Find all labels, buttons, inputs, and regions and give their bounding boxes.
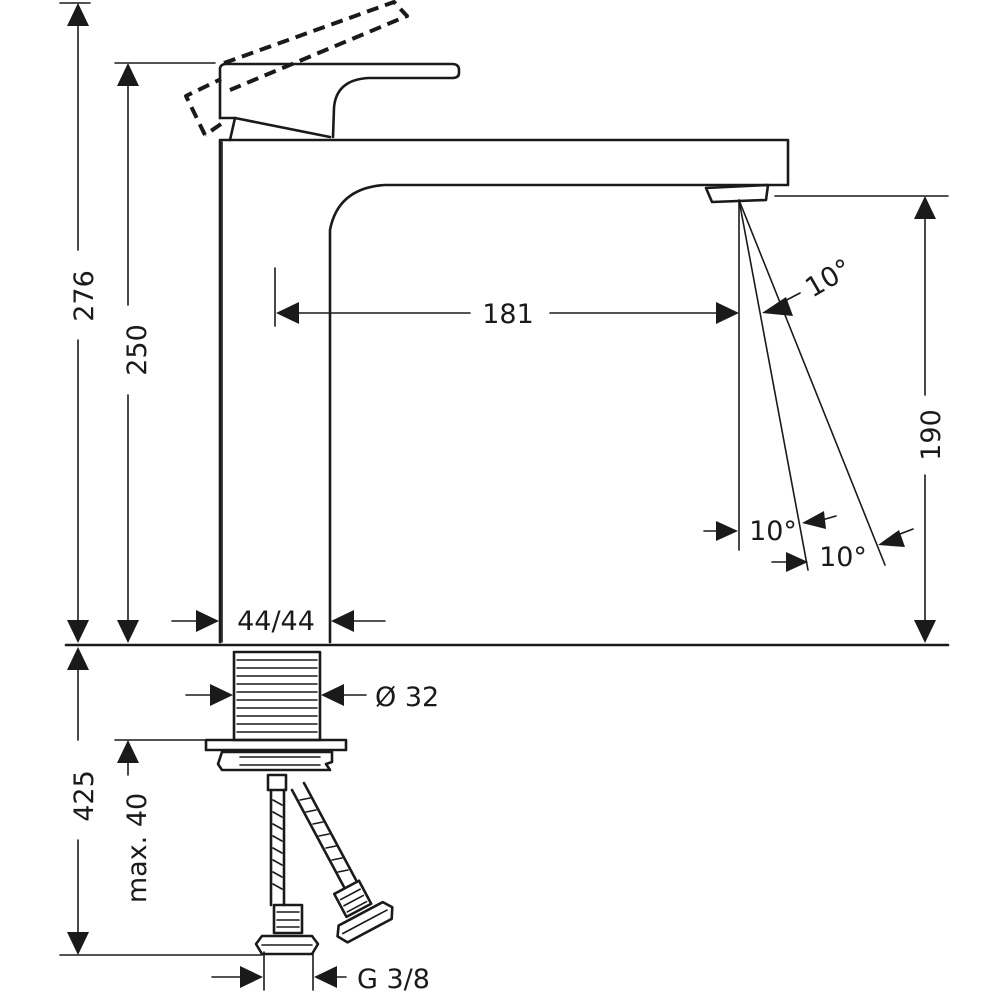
dim-base-size: 44/44 xyxy=(171,606,386,637)
dim-spout-height-label: 190 xyxy=(916,409,947,461)
aerator xyxy=(704,183,770,204)
lever-handle xyxy=(218,62,461,142)
dim-angle-upper: 10° xyxy=(762,253,857,316)
dim-base-size-label: 44/44 xyxy=(237,606,315,637)
dim-connection-thread: G 3/8 xyxy=(211,951,430,995)
dim-angle-lower-right: 10° xyxy=(771,528,914,573)
dim-body-height: 250 xyxy=(114,62,216,643)
dim-angle-lower-right-label: 10° xyxy=(819,542,867,573)
dim-spout-height: 190 xyxy=(774,195,949,643)
threaded-shank xyxy=(232,650,322,742)
fixing-nut xyxy=(204,738,348,772)
lever-handle-raised-dashed xyxy=(184,0,409,137)
dim-total-height: 276 xyxy=(59,2,100,643)
faucet-body xyxy=(218,138,790,644)
dim-angle-upper-label: 10° xyxy=(800,253,857,304)
dim-shank-diameter: Ø 32 xyxy=(185,682,439,713)
dim-hose-length-label: 425 xyxy=(69,770,100,822)
dim-shank-diameter-label: Ø 32 xyxy=(375,682,439,713)
dim-body-height-label: 250 xyxy=(122,324,153,376)
dim-connection-thread-label: G 3/8 xyxy=(357,964,430,995)
stream-angle-lines xyxy=(738,199,886,571)
supply-hose-right xyxy=(290,781,394,944)
dim-total-height-label: 276 xyxy=(69,270,100,322)
supply-hose-left xyxy=(254,773,320,956)
dim-max-thickness: max. 40 xyxy=(114,739,206,903)
dim-hose-length: 425 xyxy=(59,647,263,956)
dim-angle-lower-left-label: 10° xyxy=(749,516,797,547)
dim-spout-reach: 181 xyxy=(274,267,739,330)
dim-max-thickness-label: max. 40 xyxy=(122,793,153,903)
dim-spout-reach-label: 181 xyxy=(482,299,534,330)
dim-angle-lower-left: 10° xyxy=(703,511,837,547)
